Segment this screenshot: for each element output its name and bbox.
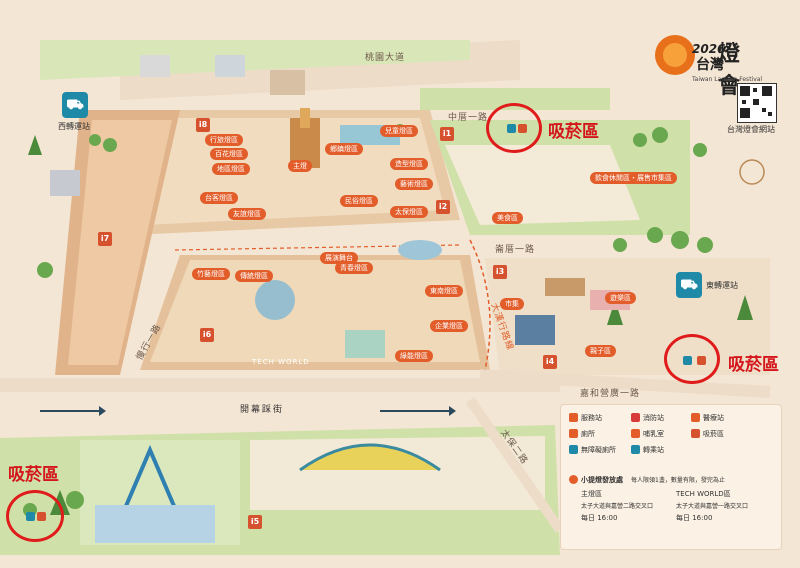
legend-item: 吸菸區 [703, 430, 724, 438]
zone-tag[interactable]: 行旅燈區 [205, 134, 243, 146]
legend-item: 哺乳室 [643, 430, 664, 438]
legend-item: 服務站 [581, 414, 602, 422]
zone-tag[interactable]: 綠能燈區 [395, 350, 433, 362]
legend-left-loc2: 太子大道與嘉營二路交叉口 [581, 503, 654, 510]
smoking-label-east: 吸菸區 [728, 355, 779, 375]
zone-tag[interactable]: 造型燈區 [390, 158, 428, 170]
zone-tag[interactable]: 民俗燈區 [340, 195, 378, 207]
zone-tag[interactable]: 竹藝燈區 [192, 268, 230, 280]
zone-tag[interactable]: 友誼燈區 [228, 208, 266, 220]
legend-item: 醫療站 [703, 414, 724, 422]
toilet-icon [683, 356, 692, 365]
zone-tag[interactable]: 兒童燈區 [380, 125, 418, 137]
legend-right-title: TECH WORLD區 [676, 490, 731, 498]
zone-tag[interactable]: 鄉鎮燈區 [325, 143, 363, 155]
zone-badge-i7[interactable]: i7 [98, 232, 112, 246]
smoking-icon [37, 512, 46, 521]
west-station-label: 西轉運站 [58, 122, 90, 131]
restroom-icon [569, 429, 578, 438]
smoking-area-ring-north [486, 103, 542, 153]
tech-world-label: TECH WORLD [252, 358, 310, 366]
zone-tag[interactable]: 東南燈區 [425, 285, 463, 297]
east-station-icon[interactable]: ⛟ [676, 272, 702, 298]
legend-item: 消防站 [643, 414, 664, 422]
zone-tag[interactable]: 太保燈區 [390, 206, 428, 218]
zone-tag[interactable]: 企業燈區 [430, 320, 468, 332]
zone-badge-i2[interactable]: i2 [436, 200, 450, 214]
zone-tag[interactable]: 台客燈區 [200, 192, 238, 204]
toilet-icon [507, 124, 516, 133]
zone-badge-i4[interactable]: i4 [543, 355, 557, 369]
zone-badge-i3[interactable]: i3 [493, 265, 507, 279]
medical-icon [631, 413, 640, 422]
zone-tag[interactable]: 市集 [500, 298, 524, 310]
nursing-icon [631, 429, 640, 438]
parade-arrow-1 [40, 406, 106, 416]
map-legend: 服務站 消防站 醫療站 廁所 哺乳室 吸菸區 無障礙廁所 轉乘站 小提燈發放處 … [560, 404, 782, 550]
zone-tag[interactable]: 青春燈區 [335, 262, 373, 274]
legend-pickup-title: 小提燈發放處 [581, 476, 623, 484]
qr-code[interactable] [737, 83, 777, 123]
smoking-icon [691, 429, 700, 438]
road-south: 嘉和營廣一路 [580, 389, 641, 399]
road-north: 桃園大道 [365, 53, 406, 63]
smoking-icon [697, 356, 706, 365]
zone-tag[interactable]: 百花燈區 [210, 148, 248, 160]
zone-tag[interactable]: 藝術燈區 [395, 178, 433, 190]
smoking-area-ring-east [664, 334, 720, 384]
zone-tag[interactable]: 遊樂區 [605, 292, 636, 304]
zone-tag[interactable]: 美食區 [492, 212, 523, 224]
zone-badge-i8[interactable]: i8 [196, 118, 210, 132]
logo-subtitle: Taiwan Lantern Festival [692, 76, 763, 83]
road-cross2: 崙厝一路 [495, 245, 536, 255]
legend-item: 廁所 [581, 430, 595, 438]
zone-badge-i5[interactable]: i5 [248, 515, 262, 529]
zone-badge-i1[interactable]: i1 [440, 127, 454, 141]
smoking-label-north: 吸菸區 [548, 122, 599, 142]
festival-logo: 2026 台灣 燈會 Taiwan Lantern Festival [640, 20, 763, 99]
west-station-icon[interactable]: ⛟ [62, 92, 88, 118]
zone-tag[interactable]: 飲食休閒區・展售市集區 [590, 172, 677, 184]
legend-item: 轉乘站 [643, 446, 664, 454]
toilet-icon [26, 512, 35, 521]
qr-pattern-icon [740, 86, 772, 118]
first-aid-icon [691, 413, 700, 422]
legend-right-loc: 太子大道與嘉營一路交叉口 [676, 503, 749, 510]
zone-tag[interactable]: 親子區 [585, 345, 616, 357]
legend-right-time: 每日 16:00 [676, 514, 713, 522]
lantern-pickup-icon [569, 475, 578, 484]
legend-item: 無障礙廁所 [581, 446, 616, 454]
logo-year: 2026 [692, 42, 726, 56]
qr-caption: 台灣燈會網站 [727, 125, 775, 134]
smoking-label-southwest: 吸菸區 [8, 465, 59, 485]
zone-tag[interactable]: 主燈 [288, 160, 312, 172]
legend-left-time: 每日 16:00 [581, 514, 618, 522]
smoking-area-ring-southwest [6, 490, 64, 542]
legend-left-loc1: 主燈區 [581, 490, 602, 498]
transfer-icon [631, 445, 640, 454]
parade-arrow-2 [380, 406, 456, 416]
zone-tag[interactable]: 傳統燈區 [235, 270, 273, 282]
east-station-label: 東轉運站 [706, 281, 738, 290]
zone-tag[interactable]: 地區燈區 [212, 163, 250, 175]
logo-taiwan: 台灣 [696, 57, 724, 73]
accessible-restroom-icon [569, 445, 578, 454]
legend-note: 每人限領1盞，數量有限，發完為止 [631, 477, 725, 484]
service-icon [569, 413, 578, 422]
road-cross1: 中厝一路 [448, 113, 489, 123]
smoking-icon [518, 124, 527, 133]
logo-lantern: 燈會 [718, 41, 741, 99]
parade-label: 開幕踩街 [240, 405, 285, 415]
zone-badge-i6[interactable]: i6 [200, 328, 214, 342]
zone-tag[interactable]: 展演舞台 [320, 252, 358, 264]
